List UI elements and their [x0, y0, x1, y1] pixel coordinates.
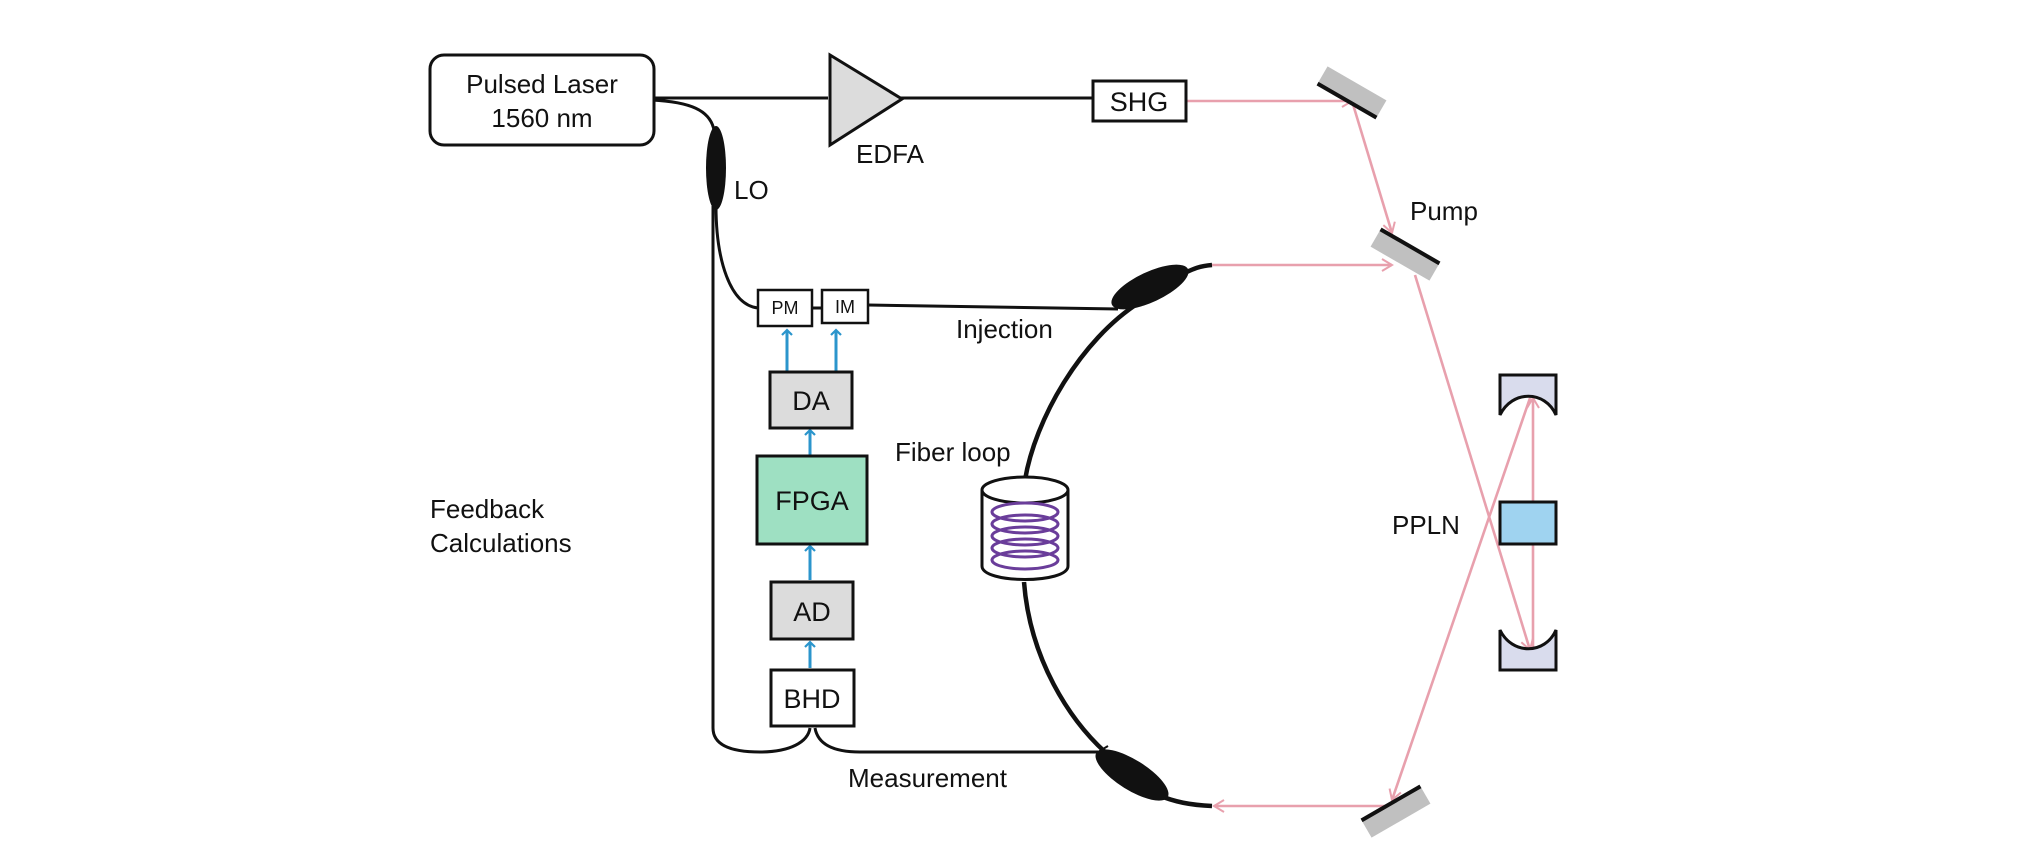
- measurement-label: Measurement: [848, 763, 1008, 793]
- fiber-lo-pm: [714, 205, 759, 310]
- beam-mirror2-cavity: [1413, 274, 1534, 652]
- intensity-modulator: IM: [820, 288, 870, 325]
- shg-label: SHG: [1110, 87, 1169, 117]
- mirror-2: [1370, 227, 1441, 281]
- mirror-1: [1316, 66, 1387, 120]
- lo-coupler: LO: [706, 126, 769, 210]
- electrical-arrows: [781, 328, 842, 668]
- pm-label: PM: [772, 298, 799, 318]
- fpga-label: FPGA: [775, 486, 849, 516]
- laser-label-line2: 1560 nm: [491, 103, 592, 133]
- edfa-amplifier: EDFA: [828, 52, 925, 169]
- fiber-loop-upper: [1022, 300, 1142, 481]
- bhd-detector: BHD: [769, 668, 856, 728]
- injection-label: Injection: [956, 314, 1053, 344]
- lo-label: LO: [734, 175, 769, 205]
- fpga-box: FPGA: [755, 454, 869, 546]
- edfa-label: EDFA: [856, 139, 925, 169]
- feedback-label-line2: Calculations: [430, 528, 572, 558]
- ppln-crystal: [1498, 500, 1558, 546]
- beam-cavity-internal-2: [1388, 397, 1532, 802]
- laser-label-line1: Pulsed Laser: [466, 69, 618, 99]
- ad-label: AD: [793, 597, 831, 627]
- da-converter: DA: [768, 370, 854, 430]
- fiber-loop-label: Fiber loop: [895, 437, 1011, 467]
- phase-modulator: PM: [756, 288, 814, 328]
- fiber-lo-bhd: [711, 206, 812, 754]
- im-label: IM: [835, 297, 855, 317]
- measurement-coupler: [1095, 749, 1169, 801]
- fiber-loop-spool: [980, 475, 1070, 581]
- pump-label: Pump: [1410, 196, 1478, 226]
- feedback-label-line1: Feedback: [430, 494, 545, 524]
- bhd-label: BHD: [783, 684, 840, 714]
- fiber-measurement-bhd: [813, 727, 1109, 759]
- da-label: DA: [792, 386, 830, 416]
- fiber-loop-lower: [1021, 581, 1107, 754]
- cavity-mirror-top: [1498, 373, 1558, 416]
- fiber-laser-lo: [651, 98, 716, 131]
- mirror-3: [1360, 784, 1431, 838]
- fiber-im-injection: [867, 303, 1119, 311]
- shg-box: SHG: [1091, 79, 1188, 123]
- cavity-mirror-bottom: [1498, 629, 1558, 672]
- injection-coupler: [1111, 264, 1189, 310]
- ad-converter: AD: [769, 580, 855, 641]
- ppln-label: PPLN: [1392, 510, 1460, 540]
- pulsed-laser: Pulsed Laser 1560 nm: [428, 53, 656, 147]
- beam-mirror1-mirror2: [1350, 100, 1396, 235]
- free-space-beams: [1186, 94, 1540, 813]
- fiber-coil-icon: [990, 501, 1060, 571]
